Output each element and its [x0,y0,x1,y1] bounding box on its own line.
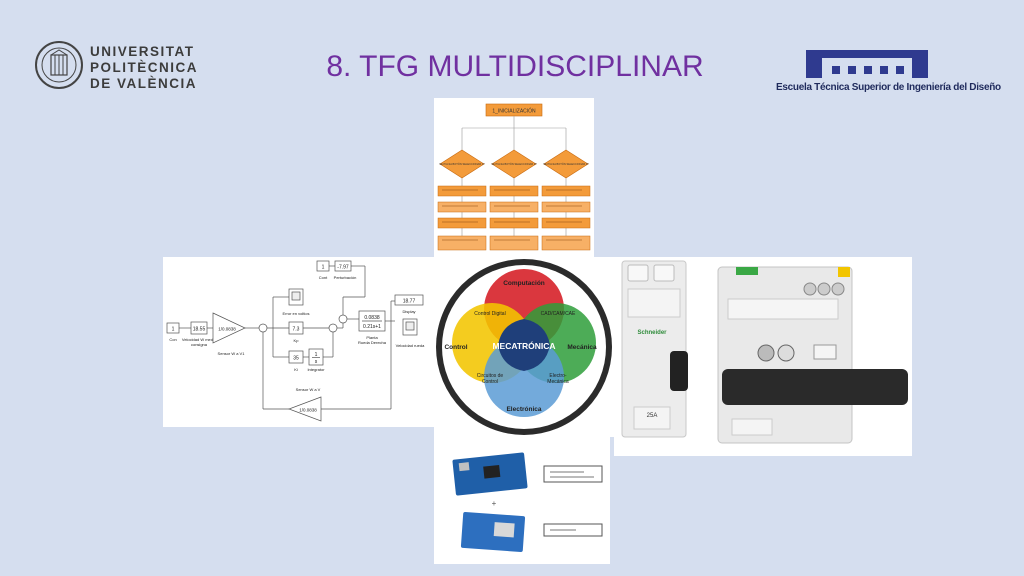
plant-label-1: Planta [366,335,378,340]
velocity-label-1: Velocidad W medio [182,337,217,342]
perturb-value: -7.97 [337,265,349,271]
flowchart-process-box [437,185,487,197]
flowchart-start-label: 1_INICIALIZACIÓN [492,108,536,115]
flowchart-process-box [437,235,487,251]
kp-value: 7.3 [293,327,300,333]
const2-value: 1 [322,265,325,271]
upv-logo-line1: UNIVERSITAT [90,44,195,59]
venn-center-shape [498,319,550,371]
venn-top-label: Computación [503,280,545,287]
flowchart-process-box [489,217,539,229]
venn-circuitos-line2: Control [482,379,498,385]
simulink-diagram: 1 Con 18.55 Velocidad W medio consigna 1… [163,257,435,427]
flowchart-decision [439,149,485,179]
velocity-label-2: consigna [191,342,208,347]
flowchart-decision-label: SE PULSA BOTÓN SELECCIONAR 2? [491,161,537,166]
flowchart-process-box [489,235,539,251]
upv-logo-line3: DE VALÈNCIA [90,76,198,91]
integrator-bottom: s [315,359,318,365]
ki-value: 35 [293,356,299,362]
integrator-label: Integrator [307,367,325,372]
flowchart-process-box [489,185,539,197]
breaker-handle [722,369,908,405]
flowchart-process-box [541,217,591,229]
mechatronics-venn-diagram: MECATRÓNICA Computación Control Mecánica… [434,257,614,437]
velocity-value: 18.55 [193,327,206,333]
ki-label: Ki [294,367,298,372]
venn-control-digital-label: Control Digital [474,311,505,317]
sensor-gain-value: 1/0.0838 [218,327,236,332]
device-rating-label: 25A [647,413,658,419]
flowchart-process-box [437,201,487,213]
sensor-label: Sensor W a V1 [218,351,246,356]
arduino-shield-bottom [460,512,526,552]
svg-text:+: + [492,499,497,508]
etsid-logo: Escuela Técnica Superior de Ingeniería d… [776,50,1001,100]
kp-label: Kp [294,338,300,343]
page-title: 8. TFG MULTIDISCIPLINAR [326,50,704,83]
display-label: Display [402,309,415,314]
scope-vel-label: Velocidad rueda [396,343,425,348]
flowchart-process-box [541,201,591,213]
plant-den: 0.21s+1 [363,324,381,330]
venn-electro-line2: Mecánica [547,379,569,385]
device-brand-label: Schneider [637,330,667,336]
venn-right-label: Mecánica [567,344,597,351]
upv-logo: UNIVERSITAT POLITÈCNICA DE VALÈNCIA [34,40,198,96]
display-value: 18.77 [403,299,416,305]
venn-electro-line1: Electro- [549,373,567,379]
flowchart-process-box [437,217,487,229]
venn-left-label: Control [444,344,467,351]
plant-num: 0.0838 [364,315,380,321]
venn-bottom-label: Electrónica [506,406,541,413]
board-label-box-top [543,465,603,483]
plant-label-2: Rueda Derecha [358,340,387,345]
const-in-value: 1 [172,327,175,333]
etsid-logo-text: Escuela Técnica Superior de Ingeniería d… [776,82,1001,93]
flowchart-decision [491,149,537,179]
arduino-boards-image: + [434,436,610,564]
upv-logo-line2: POLITÈCNICA [90,60,199,75]
feedback-gain-value: 1/0.0838 [299,408,317,413]
integrator-top: 1 [315,352,318,358]
venn-cad-cam-cae-label: CAD/CAM/CAE [541,311,576,317]
flowchart-decision-label: SE PULSA BOTÓN SELECCIONAR 1? [439,161,485,166]
flowchart-decision-label: SE PULSA BOTÓN SELECCIONAR 3? [543,161,589,166]
const2-label: Cont [319,275,328,280]
scope-error-label: Error en voltios [283,311,310,316]
etsid-emblem-icon [806,50,928,78]
contactor-lever [670,351,688,391]
const-in-label: Con [169,337,176,342]
flowchart-decision [543,149,589,179]
venn-circuitos-line1: Circuitos de [477,373,504,379]
flowchart-process-box [541,235,591,251]
flowchart-process-box [541,185,591,197]
flowchart-process-box [489,201,539,213]
electrical-devices-photo: Schneider 25A [614,257,912,456]
upv-seal-icon [35,41,83,89]
flowchart-image: 1_INICIALIZACIÓN SE PULSA BOTÓN SELECCIO… [434,98,594,258]
perturb-label: Perturbación [334,275,357,280]
venn-center-label: MECATRÓNICA [492,340,555,351]
feedback-sensor-label: Sensor W a V [296,387,321,392]
